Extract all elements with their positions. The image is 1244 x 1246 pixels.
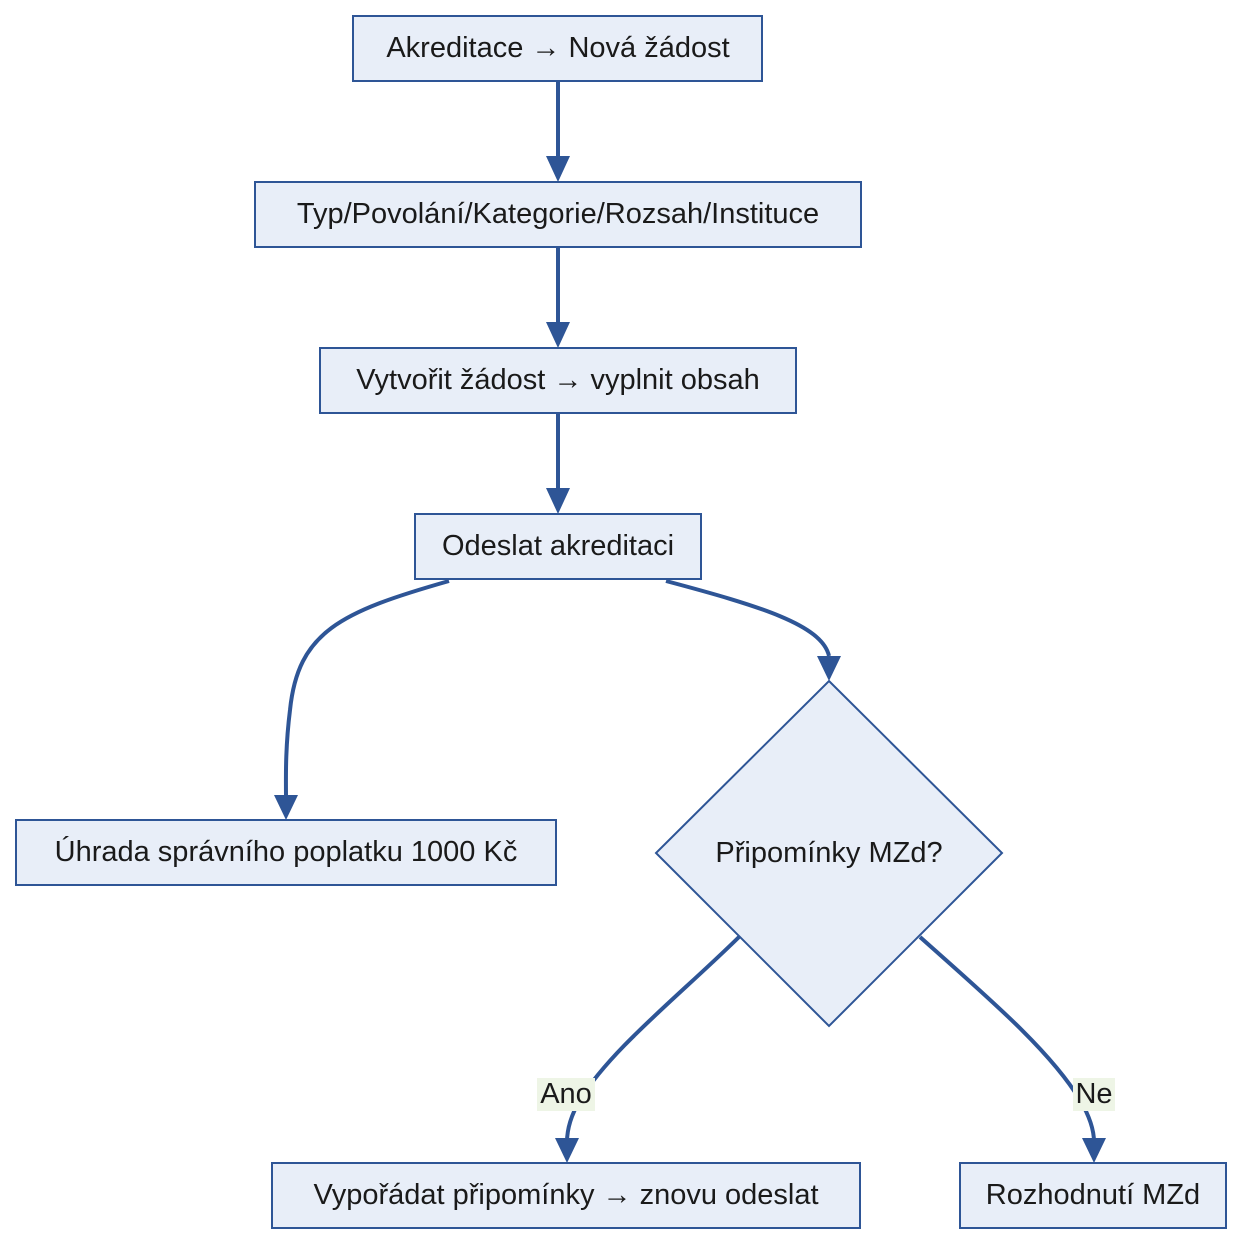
arrowhead-resolve — [555, 1138, 579, 1163]
node-select: Typ/Povolání/Kategorie/Rozsah/Instituce — [255, 182, 861, 247]
node-decision: Připomínky MZd? — [656, 681, 1002, 1026]
arrowhead-decision — [817, 656, 841, 681]
node-submit: Odeslat akreditaci — [415, 514, 701, 579]
node-payment: Úhrada správního poplatku 1000 Kč — [16, 820, 556, 885]
edge-decision-to-resolve — [567, 937, 739, 1142]
arrowhead-create — [546, 322, 570, 348]
edge-label-yes-text: Ano — [540, 1078, 592, 1110]
arrowhead-verdict — [1082, 1138, 1106, 1163]
arrowhead-payment — [274, 795, 298, 820]
edge-label-no-text: Ne — [1075, 1078, 1112, 1110]
node-decision-label: Připomínky MZd? — [715, 837, 942, 869]
node-start: Akreditace → Nová žádost — [353, 16, 762, 81]
node-verdict: Rozhodnutí MZd — [960, 1163, 1226, 1228]
edge-label-yes: Ano — [537, 1078, 595, 1111]
node-create-label: Vytvořit žádost → vyplnit obsah — [356, 364, 760, 396]
edge-submit-to-payment — [286, 581, 449, 798]
node-submit-label: Odeslat akreditaci — [442, 530, 674, 562]
edge-submit-to-decision — [666, 581, 829, 656]
node-select-label: Typ/Povolání/Kategorie/Rozsah/Instituce — [297, 198, 819, 230]
node-payment-label: Úhrada správního poplatku 1000 Kč — [55, 835, 518, 868]
arrowhead-select — [546, 156, 570, 182]
node-verdict-label: Rozhodnutí MZd — [986, 1179, 1200, 1211]
node-start-label: Akreditace → Nová žádost — [386, 32, 729, 64]
edge-decision-to-verdict — [920, 937, 1094, 1142]
node-resolve: Vypořádat připomínky → znovu odeslat — [272, 1163, 860, 1228]
arrowhead-submit — [546, 488, 570, 514]
node-create: Vytvořit žádost → vyplnit obsah — [320, 348, 796, 413]
node-resolve-label: Vypořádat připomínky → znovu odeslat — [313, 1179, 818, 1211]
edge-label-no: Ne — [1073, 1078, 1115, 1111]
